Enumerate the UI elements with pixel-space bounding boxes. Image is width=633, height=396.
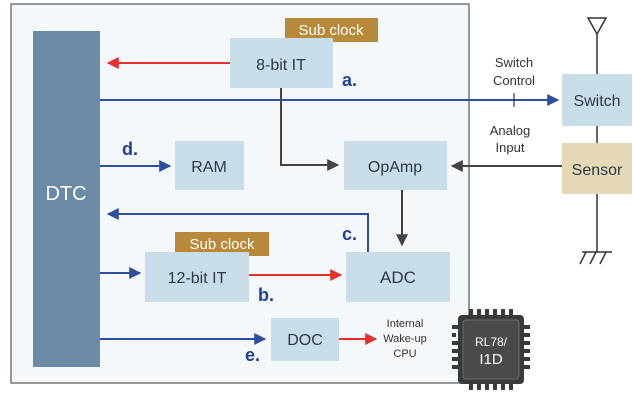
switch-label: Switch [573, 93, 620, 110]
ram-block [175, 141, 244, 190]
ground-icon [579, 194, 612, 265]
opamp-block [344, 141, 447, 190]
step-e: e. [245, 345, 260, 365]
step-d: d. [122, 139, 138, 159]
wakeup-label-2: Wake-up [383, 333, 427, 345]
antenna-icon [586, 17, 608, 74]
sub-clock-tag-bottom-label: Sub clock [189, 236, 255, 253]
sensor-block [562, 143, 632, 194]
switch-control-label-1: Switch [495, 55, 533, 70]
sub-clock-tag-top-label: Sub clock [298, 22, 364, 39]
timer12-label: 12-bit IT [168, 270, 227, 287]
switch-block [562, 74, 632, 126]
analog-input-label-2: Input [496, 140, 525, 155]
arrow-timer8-to-opamp [280, 88, 340, 171]
chip-label-line1: RL78/ [475, 335, 508, 349]
step-b: b. [258, 285, 274, 305]
switch-control-label-2: Control [493, 73, 535, 88]
adc-block [346, 252, 450, 302]
opamp-label: OpAmp [368, 159, 422, 176]
arrow-adc-to-dtc [106, 208, 369, 252]
timer12-block [145, 252, 249, 302]
doc-block [271, 318, 339, 361]
adc-label: ADC [380, 268, 416, 287]
sensor-label: Sensor [572, 162, 623, 179]
dtc-label: DTC [45, 183, 86, 205]
wakeup-label-1: Internal [387, 318, 424, 330]
ram-label: RAM [191, 159, 227, 176]
dtc-block [33, 31, 100, 367]
timer8-label: 8-bit IT [256, 57, 306, 74]
chip-icon [452, 309, 530, 390]
doc-label: DOC [287, 332, 323, 349]
wakeup-label-3: CPU [393, 348, 416, 360]
chip-label-line2: I1D [479, 351, 503, 368]
step-c: c. [342, 224, 357, 244]
analog-input-label-1: Analog [490, 123, 530, 138]
step-a: a. [342, 70, 357, 90]
timer8-block [230, 38, 333, 88]
